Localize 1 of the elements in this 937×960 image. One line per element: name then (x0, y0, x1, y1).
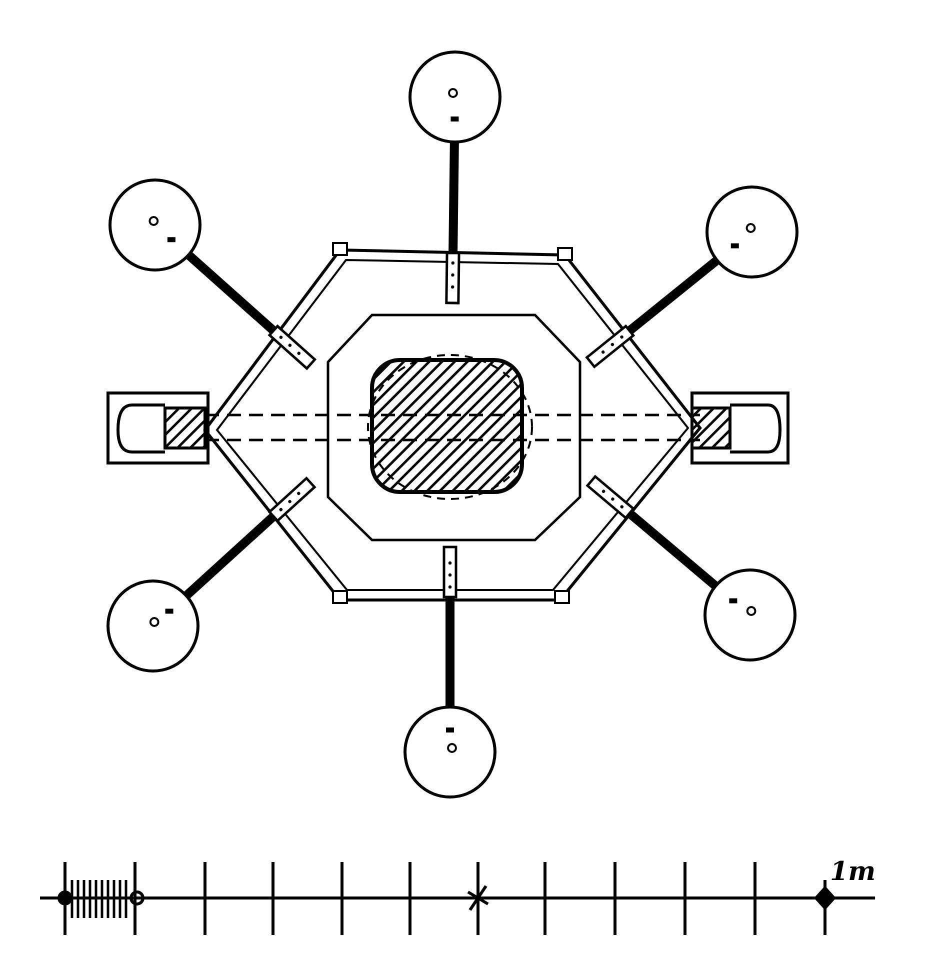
scale-label: 1m (830, 858, 876, 886)
